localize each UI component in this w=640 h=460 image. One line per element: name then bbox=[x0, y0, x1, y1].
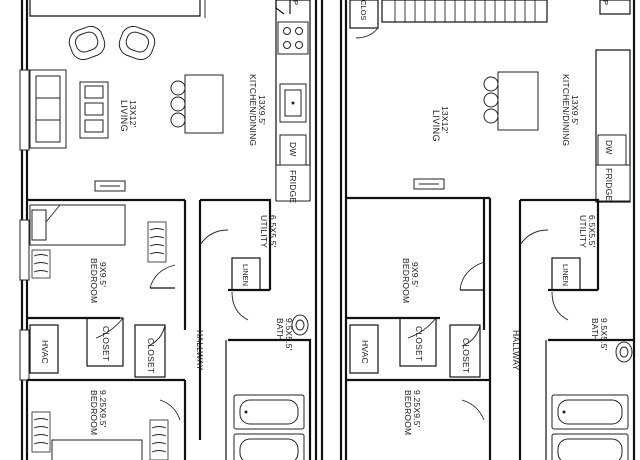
left-utility-size: 6.5X5.5' bbox=[268, 215, 278, 248]
right-hvac-label: HVAC bbox=[360, 340, 370, 364]
right-fridge-label: FRIDGE bbox=[604, 168, 614, 201]
left-cut-label: P bbox=[291, 0, 300, 5]
toilet-icon bbox=[615, 341, 633, 363]
left-hvac-box bbox=[29, 324, 59, 374]
coffee-table-icon bbox=[79, 81, 109, 139]
right-cut-label: P bbox=[601, 0, 610, 5]
right-top-closet-label: CLOS bbox=[359, 0, 368, 20]
left-bath-walls bbox=[228, 338, 312, 460]
right-kitchen-size: 13X9.5' bbox=[570, 95, 580, 125]
stairs-icon bbox=[381, 0, 548, 23]
right-closet2-box bbox=[449, 324, 481, 378]
bathtub-icon bbox=[551, 433, 629, 460]
left-hallway-label: HALLWAY bbox=[195, 330, 205, 371]
left-closet2-label: CLOSET bbox=[146, 338, 156, 373]
left-linen-label: LINEN bbox=[241, 264, 250, 286]
left-kitchen-label: KITCHEN/DINING bbox=[248, 74, 258, 146]
right-utility-label: UTILITY bbox=[578, 215, 588, 248]
right-bedroom2-size: 9.25X9.5' bbox=[412, 390, 422, 428]
right-unit bbox=[339, 0, 636, 460]
left-living-window bbox=[19, 69, 30, 151]
left-hvac-window bbox=[19, 329, 30, 381]
right-kitchen-label: KITCHEN/DINING bbox=[561, 74, 571, 146]
left-living-label: LIVING bbox=[119, 100, 129, 132]
right-bath-size: 9.5X5.5' bbox=[599, 318, 609, 351]
right-bath-label: BATH bbox=[590, 318, 600, 341]
bedroom-door-swing bbox=[149, 264, 176, 289]
left-top-landing bbox=[29, 0, 201, 17]
sink-icon bbox=[279, 83, 307, 123]
armchair-icon bbox=[118, 25, 156, 61]
right-hallway-label: HALLWAY bbox=[511, 330, 521, 371]
left-bedroom2-label: BEDROOM bbox=[89, 390, 99, 435]
left-bath-label: BATH bbox=[275, 318, 285, 341]
left-bath-size: 9.5X5.5' bbox=[284, 318, 294, 351]
left-hvac-label: HVAC bbox=[40, 340, 50, 364]
bathtub-icon bbox=[233, 394, 305, 430]
left-kitchen-size: 13X9.5' bbox=[257, 95, 267, 125]
nightstand-icon bbox=[149, 419, 169, 460]
left-bedroom-window bbox=[19, 219, 30, 281]
left-fridge bbox=[275, 164, 311, 202]
bedroom-door-swing bbox=[459, 261, 485, 291]
sofa-icon bbox=[29, 69, 67, 149]
right-bedroom2-label: BEDROOM bbox=[403, 390, 413, 435]
left-bedroom2-size: 9.25X9.5' bbox=[98, 390, 108, 428]
right-living-label: LIVING bbox=[431, 110, 441, 142]
right-closet1-label: CLOSET bbox=[414, 326, 424, 361]
nightstand-icon bbox=[31, 411, 51, 453]
left-unit bbox=[19, 0, 324, 460]
right-closet2-label: CLOSET bbox=[461, 338, 471, 373]
right-dw-label: DW bbox=[604, 140, 614, 155]
right-linen-box bbox=[551, 257, 581, 291]
right-top-closet bbox=[349, 0, 379, 29]
bed-icon bbox=[51, 439, 143, 460]
right-bedroom1-size: 9X9.5' bbox=[410, 262, 420, 287]
right-hvac-box bbox=[349, 324, 379, 374]
left-living-size: 13X12' bbox=[128, 100, 138, 128]
right-bedroom1-label: BEDROOM bbox=[401, 258, 411, 303]
left-utility-label: UTILITY bbox=[259, 215, 269, 248]
right-linen-label: LINEN bbox=[561, 264, 570, 286]
bed-icon bbox=[29, 204, 126, 246]
left-linen-box bbox=[231, 257, 261, 291]
left-closet1-box bbox=[86, 317, 124, 367]
left-closet1-label: CLOSET bbox=[101, 326, 111, 361]
right-fridge bbox=[595, 164, 631, 202]
bathtub-icon bbox=[233, 433, 305, 460]
dining-table-icon bbox=[170, 74, 224, 134]
left-dw-label: DW bbox=[288, 142, 298, 157]
armchair-icon bbox=[68, 25, 106, 61]
left-bedroom1-size: 9X9.5' bbox=[98, 262, 108, 287]
right-utility-size: 6.5X5.5' bbox=[587, 215, 597, 248]
right-kitchen-counter bbox=[595, 49, 631, 203]
dining-table-icon bbox=[483, 71, 539, 131]
left-closet2-box bbox=[134, 324, 166, 378]
stove-icon bbox=[277, 21, 309, 55]
toilet-icon bbox=[291, 314, 309, 336]
left-fridge-label: FRIDGE bbox=[288, 170, 298, 203]
nightstand-icon bbox=[147, 221, 167, 263]
left-bedroom1-label: BEDROOM bbox=[89, 258, 99, 303]
bathtub-icon bbox=[551, 394, 629, 430]
right-living-size: 13X12' bbox=[440, 106, 450, 134]
nightstand-icon bbox=[31, 249, 51, 279]
right-closet1-box bbox=[399, 317, 437, 367]
